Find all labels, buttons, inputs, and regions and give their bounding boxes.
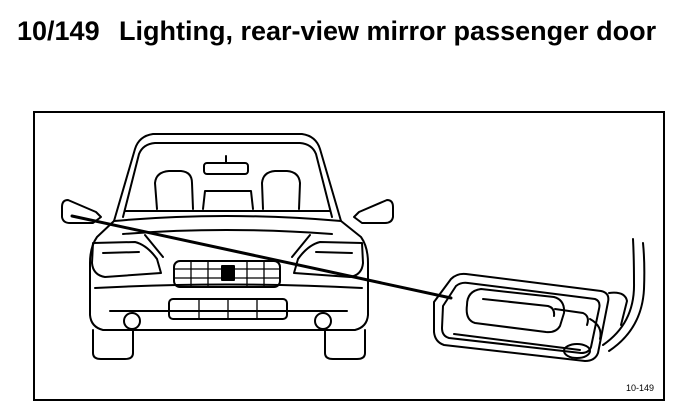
section-number: 10/149 [17,16,100,46]
mirror-light-unit-icon [433,238,646,362]
section-title: Lighting, rear-view mirror passenger doo… [119,16,657,46]
figure-reference: 10-149 [625,383,654,393]
car-front-icon [61,133,646,362]
illustration-frame: 10-149 [33,111,665,401]
page-header: 10/149 Lighting, rear-view mirror passen… [0,0,688,90]
